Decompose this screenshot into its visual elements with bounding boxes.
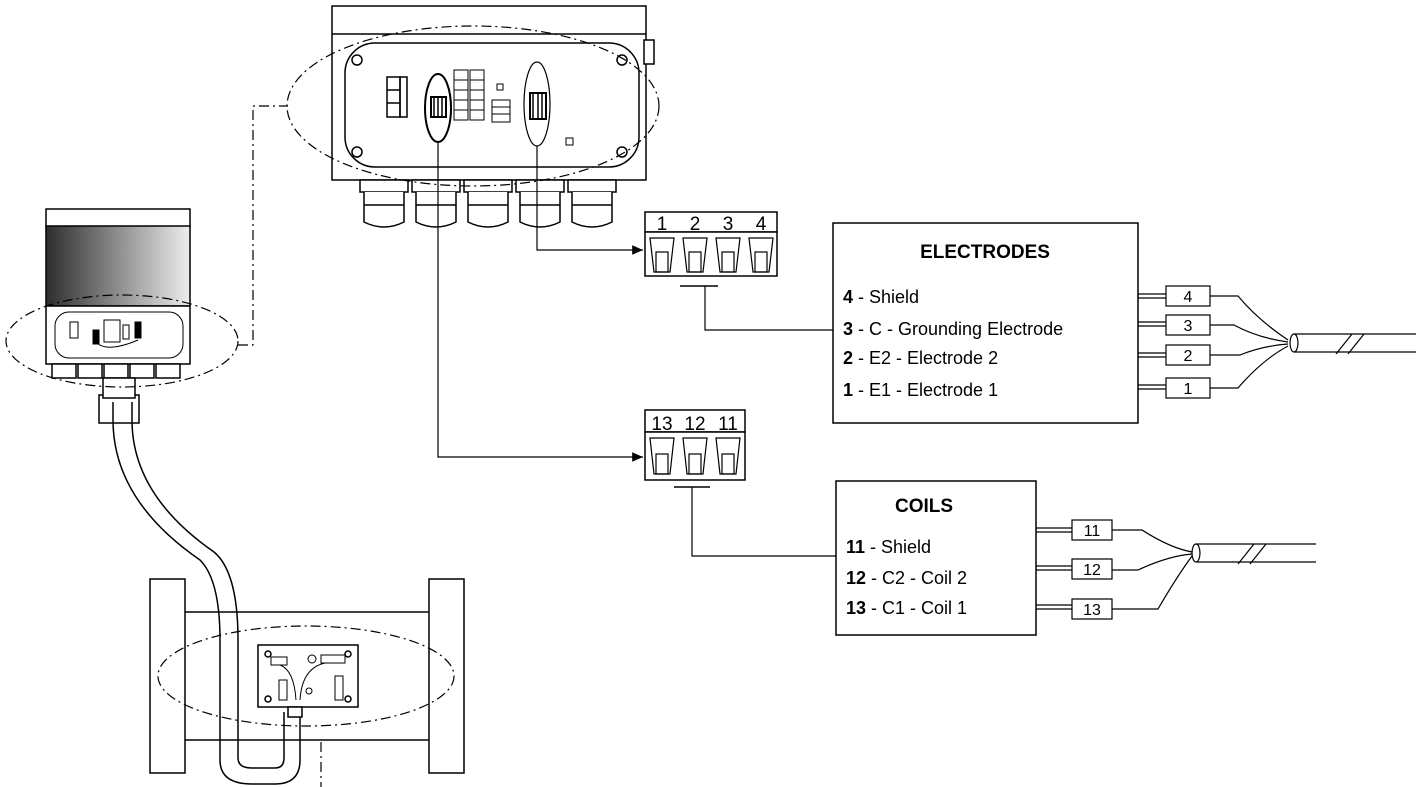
coil-wire-tags: 11 12 13 — [1083, 523, 1101, 619]
coil-terminal-label: 11 — [718, 414, 738, 435]
sensor-cable — [112, 402, 301, 785]
electrode-line-e2: 2 - E2 - Electrode 2 — [843, 348, 998, 368]
electrode-terminal-label: 3 — [723, 214, 734, 235]
electrode-terminal-block: 1 2 3 4 — [644, 211, 842, 331]
coils-title: COILS — [895, 496, 953, 517]
wire-tag: 13 — [1083, 602, 1101, 619]
small-transmitter-oval — [5, 294, 239, 388]
electrode-line-grounding: 3 - C - Grounding Electrode — [843, 319, 1063, 339]
coil-terminal-label: 12 — [684, 414, 705, 435]
transmitter-enclosure — [331, 5, 655, 228]
wire-tag: 2 — [1184, 348, 1193, 365]
electrode-terminal-label: 2 — [690, 214, 701, 235]
coil-line-c1: 13 - C1 - Coil 1 — [846, 598, 967, 618]
routing-lines — [437, 142, 643, 462]
wire-tag: 11 — [1084, 523, 1101, 540]
electrode-wire-tags: 4 3 2 1 — [1184, 289, 1193, 398]
coil-cable — [1036, 519, 1316, 620]
flow-sensor — [149, 578, 465, 787]
detail-link — [238, 105, 288, 346]
coil-terminal-block: 13 12 11 — [644, 409, 836, 557]
electrode-cable — [1138, 285, 1416, 399]
small-transmitter — [45, 208, 191, 424]
wire-tag: 4 — [1184, 289, 1193, 306]
electrodes-box: ELECTRODES 4 - Shield 3 - C - Grounding … — [832, 222, 1139, 424]
coil-terminal-label: 13 — [651, 414, 672, 435]
electrode-line-shield: 4 - Shield — [843, 287, 919, 307]
wire-tag: 12 — [1083, 562, 1101, 579]
wire-tag: 1 — [1184, 381, 1193, 398]
coil-line-shield: 11 - Shield — [846, 537, 931, 557]
coil-line-c2: 12 - C2 - Coil 2 — [846, 568, 967, 588]
electrodes-title: ELECTRODES — [920, 242, 1050, 263]
wire-tag: 3 — [1184, 318, 1193, 335]
electrode-terminal-label: 1 — [657, 214, 668, 235]
electrode-line-e1: 1 - E1 - Electrode 1 — [843, 380, 998, 400]
coils-box: COILS 11 - Shield 12 - C2 - Coil 2 13 - … — [835, 480, 1037, 636]
electrode-terminal-label: 4 — [756, 214, 767, 235]
